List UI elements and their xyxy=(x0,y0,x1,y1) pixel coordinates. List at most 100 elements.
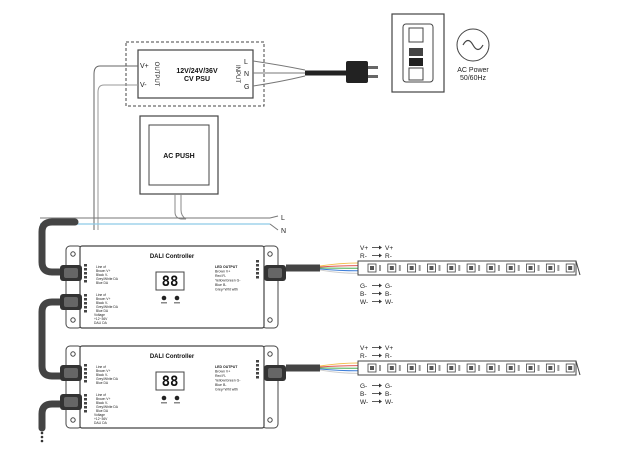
terminal-pin xyxy=(84,306,87,309)
segment-display xyxy=(155,371,185,391)
controller-right-text: Red R- xyxy=(215,274,227,278)
wire-label-left: G- xyxy=(360,383,367,390)
led-chip-core xyxy=(449,366,454,370)
mount-hole-icon xyxy=(70,251,76,257)
outlet-socket-top xyxy=(408,27,424,43)
wire-label-right: B- xyxy=(385,291,392,298)
led-wire xyxy=(319,368,359,372)
terminal-pin xyxy=(256,368,259,371)
mount-hole-icon xyxy=(267,251,273,257)
arrow-head-icon xyxy=(379,291,382,296)
cable-gland-left-inner xyxy=(64,297,78,307)
led-wire xyxy=(319,362,359,367)
led-chip-core xyxy=(528,366,533,370)
terminal-pin xyxy=(84,302,87,305)
controller-left-top-text: Brown V+ xyxy=(96,369,110,373)
terminal-pin xyxy=(84,368,87,371)
terminal-pin xyxy=(84,298,87,301)
controller-left-extra-text: DALI DA xyxy=(94,321,108,325)
led-resistor xyxy=(458,265,461,271)
led-chip-core xyxy=(429,266,434,270)
ac-power-symbol: AC Power 50/60Hz xyxy=(456,28,490,82)
terminal-pin xyxy=(84,364,87,367)
psu-output-label: OUTPUT xyxy=(153,62,159,87)
terminal-pin xyxy=(256,372,259,375)
arrow-head-icon xyxy=(379,345,382,350)
wire-label-left: W- xyxy=(360,399,368,406)
terminal-pin xyxy=(84,406,87,409)
led-resistor xyxy=(379,365,381,371)
led-wire xyxy=(319,365,359,368)
terminal-pin xyxy=(84,372,87,375)
controller-right-text: Red R- xyxy=(215,374,227,378)
controller-left-top-text: Black V- xyxy=(96,373,108,377)
output-cable xyxy=(38,400,70,432)
led-chip-core xyxy=(469,266,474,270)
sine-wave-icon xyxy=(462,39,484,51)
terminal-pin xyxy=(256,360,259,363)
terminal-pin xyxy=(84,294,87,297)
controller-left-bottom-text: Grey/White DA xyxy=(96,305,119,309)
segment-display-digits: 88 xyxy=(162,274,179,290)
led-resistor xyxy=(478,265,481,271)
ac-push-wire-2 xyxy=(180,194,187,220)
mount-hole-icon xyxy=(267,351,273,357)
controller-left-top-text: Grey/White DA xyxy=(96,377,119,381)
controller-left-extra-text: Voltage xyxy=(94,313,105,317)
led-chip-core xyxy=(389,366,394,370)
strip-cut-edge xyxy=(575,360,581,376)
terminal-pin xyxy=(256,272,259,275)
led-resistor xyxy=(497,265,500,271)
led-resistor xyxy=(478,365,481,371)
controller-left-bottom-text: Brown V+ xyxy=(96,397,110,401)
terminal-pin xyxy=(256,260,259,263)
controller-left-bottom-text: Grey/White DA xyxy=(96,405,119,409)
controller-right-text: Brown V+ xyxy=(215,370,230,374)
continuation-dot-2 xyxy=(40,435,44,439)
controller-right-text: Grey/ Wht with xyxy=(215,288,238,292)
controller-left-bottom-text: Black V- xyxy=(96,301,108,305)
wire-label-left: W- xyxy=(360,299,368,306)
wire-label-right: B- xyxy=(385,391,392,398)
segment-display xyxy=(155,271,185,291)
ac-push-label: AC PUSH xyxy=(163,153,195,160)
continuation-dot-3 xyxy=(40,439,44,443)
controller-left-bottom-text: Blue DA xyxy=(96,409,109,413)
continuation-dot-1 xyxy=(40,431,44,435)
controller-button-2 xyxy=(174,395,180,401)
controller-left-extra-text: Voltage xyxy=(94,413,105,417)
led-resistor xyxy=(379,265,381,271)
strip-cut-edge xyxy=(575,260,581,276)
psu-l-wire xyxy=(252,60,306,71)
outlet-button-top xyxy=(409,48,423,56)
led-resistor xyxy=(418,365,421,371)
wire-label-right: G- xyxy=(385,283,392,290)
plug-body xyxy=(346,61,368,83)
cable-gland-left-inner xyxy=(64,268,78,278)
led-output-2: V+V+R-R-G-G-B-B-W-W- xyxy=(286,345,581,406)
controller-left-extra-text: +12~36V xyxy=(94,417,108,421)
wire-label-left: B- xyxy=(360,291,367,298)
mains-n-tail xyxy=(269,223,279,231)
wire-label-right: G- xyxy=(385,383,392,390)
wire-label-left: R- xyxy=(360,353,367,360)
wire-label-left: B- xyxy=(360,391,367,398)
mount-hole-icon xyxy=(70,417,76,423)
psu-l-label: L xyxy=(244,59,248,66)
led-resistor xyxy=(497,365,500,371)
arrow-head-icon xyxy=(379,391,382,396)
psu-vminus-wire xyxy=(97,84,138,230)
arrow-head-icon xyxy=(379,299,382,304)
segment-display-digits: 88 xyxy=(162,374,179,390)
terminal-pin xyxy=(256,268,259,271)
button-1-caption-mark xyxy=(161,302,167,304)
led-resistor xyxy=(517,365,520,371)
led-wire xyxy=(319,265,359,268)
terminal-pin xyxy=(84,268,87,271)
terminal-pin xyxy=(256,276,259,279)
controller-right-text: Yellow/Green G- xyxy=(215,379,241,383)
arrow-head-icon xyxy=(379,399,382,404)
terminal-pin xyxy=(84,376,87,379)
led-resistor xyxy=(398,265,401,271)
